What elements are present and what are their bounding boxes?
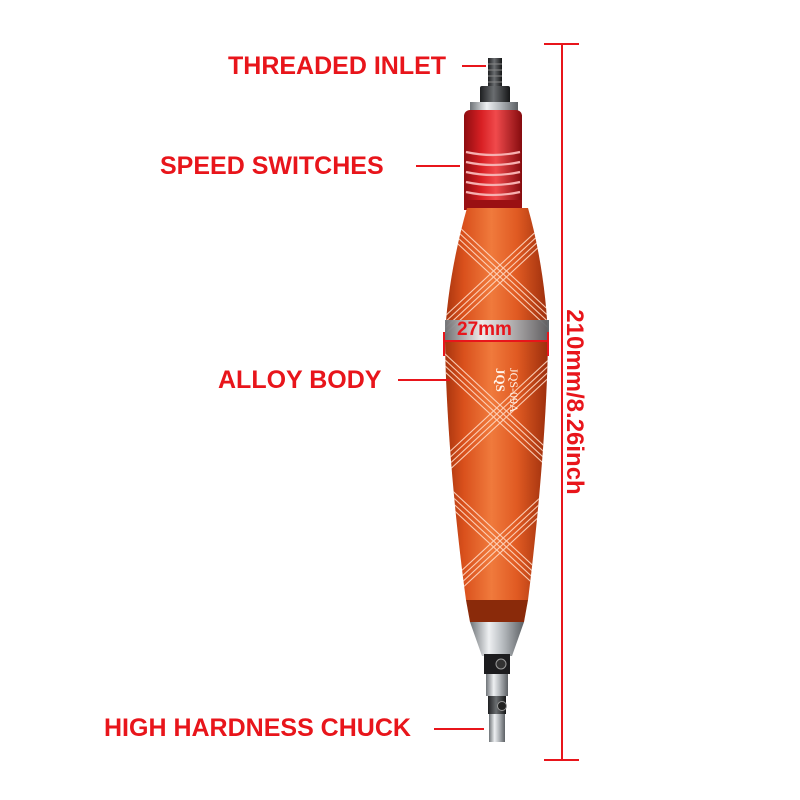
chuck-assembly [466,600,528,742]
product-marking: JQS JQS-09A [493,368,521,413]
length-dimension [544,43,579,761]
callout-leaders [398,65,486,730]
speed-switch-cap [464,110,522,210]
label-threaded-inlet: THREADED INLET [228,52,447,80]
diameter-label: 27mm [457,319,512,340]
brand-mark-text: JQS [493,368,508,392]
diameter-dimension [443,332,549,356]
model-mark-text: JQS-09A [507,368,521,413]
label-alloy-body: ALLOY BODY [218,366,382,394]
label-high-hardness-chuck: HIGH HARDNESS CHUCK [104,714,411,742]
label-speed-switches: SPEED SWITCHES [160,152,384,180]
alloy-body [445,208,549,600]
length-label: 210mm/8.26inch [561,309,588,495]
threaded-inlet-fitting [470,58,518,112]
